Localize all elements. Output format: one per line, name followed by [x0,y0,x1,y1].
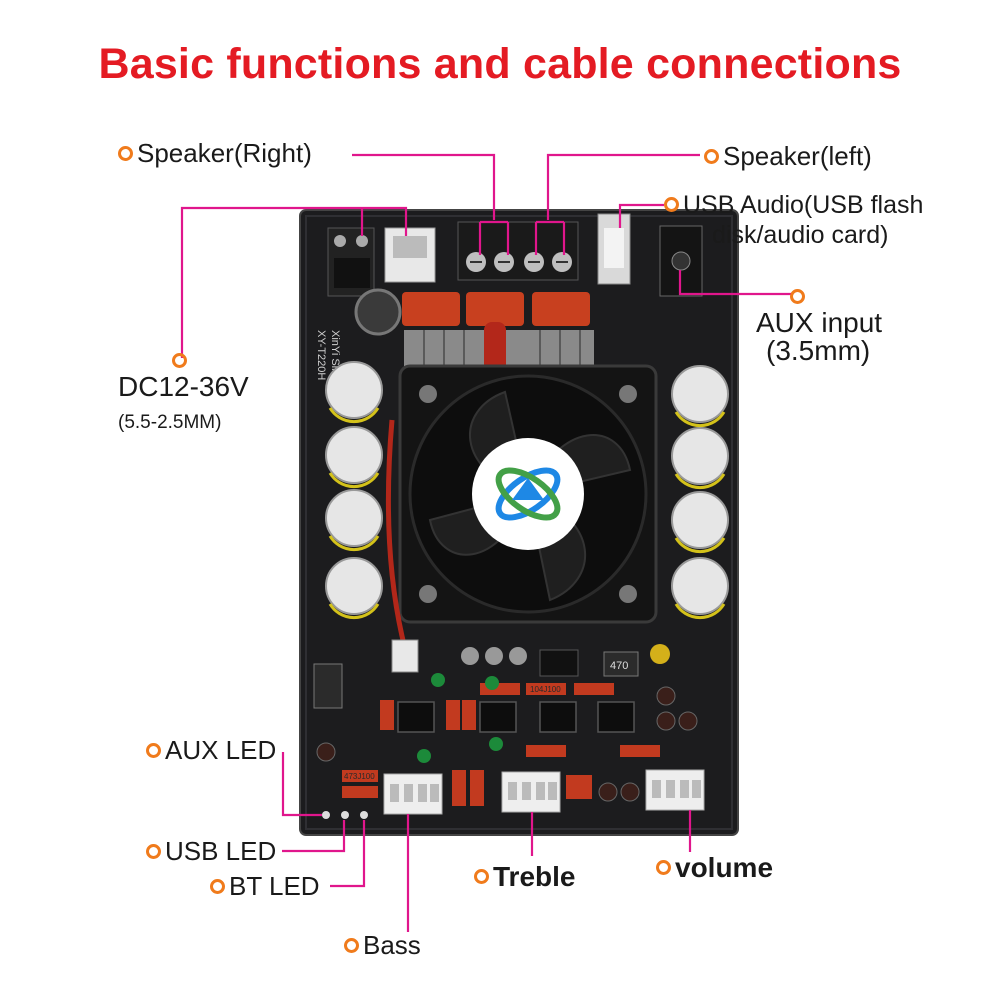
dc-voltage-label: DC12-36V [118,371,249,402]
volume-label: volume [656,853,773,883]
capacitor-code-2: 473J100 [344,772,375,781]
bass-connector [383,773,443,815]
volume-connector [645,769,705,811]
dc-terminal [327,227,375,297]
speaker-right-label: Speaker(Right) [118,138,312,168]
usb-audio-label-line2: disk/audio card) [712,221,889,249]
dc-bullet [172,345,191,375]
aux-input-label: AUX input [756,307,883,338]
speaker-terminal-block [457,221,579,281]
bullet-icon [146,843,161,859]
callout-lines [180,153,792,932]
bullet-icon [344,937,359,953]
resistor-label: 470 [610,660,628,672]
aux-input-bullet [790,281,809,311]
speaker-left-label: Speaker(left) [704,141,872,171]
capacitors-left [325,361,383,615]
dc-jack-size-label: (5.5-2.5MM) [118,412,222,433]
bullet-icon [664,196,679,212]
bullet-icon [656,860,671,876]
bt-led-label: BT LED [210,871,320,901]
bullet-icon [146,742,161,758]
bullet-icon [210,878,225,894]
bullet-icon [474,869,489,885]
bullet-icon [172,352,187,368]
capacitor-code-1: 104J100 [530,685,561,694]
cooling-fan [398,364,658,624]
bass-label: Bass [344,930,421,960]
aux-input-size-label: (3.5mm) [766,335,871,366]
capacitors-right [671,365,729,615]
page-title: Basic functions and cable connections [98,40,902,88]
bullet-icon [790,288,805,304]
usb-audio-label: USB Audio(USB flash [664,190,923,220]
treble-label: Treble [474,862,575,892]
bullet-icon [704,148,719,164]
board-model-text: XY-T220H [315,330,327,380]
bullet-icon [118,145,133,161]
usb-led-label: USB LED [146,836,276,866]
status-leds [322,811,368,819]
treble-connector [501,771,561,813]
aux-led-label: AUX LED [146,735,276,765]
brand-logo-icon [495,467,561,521]
